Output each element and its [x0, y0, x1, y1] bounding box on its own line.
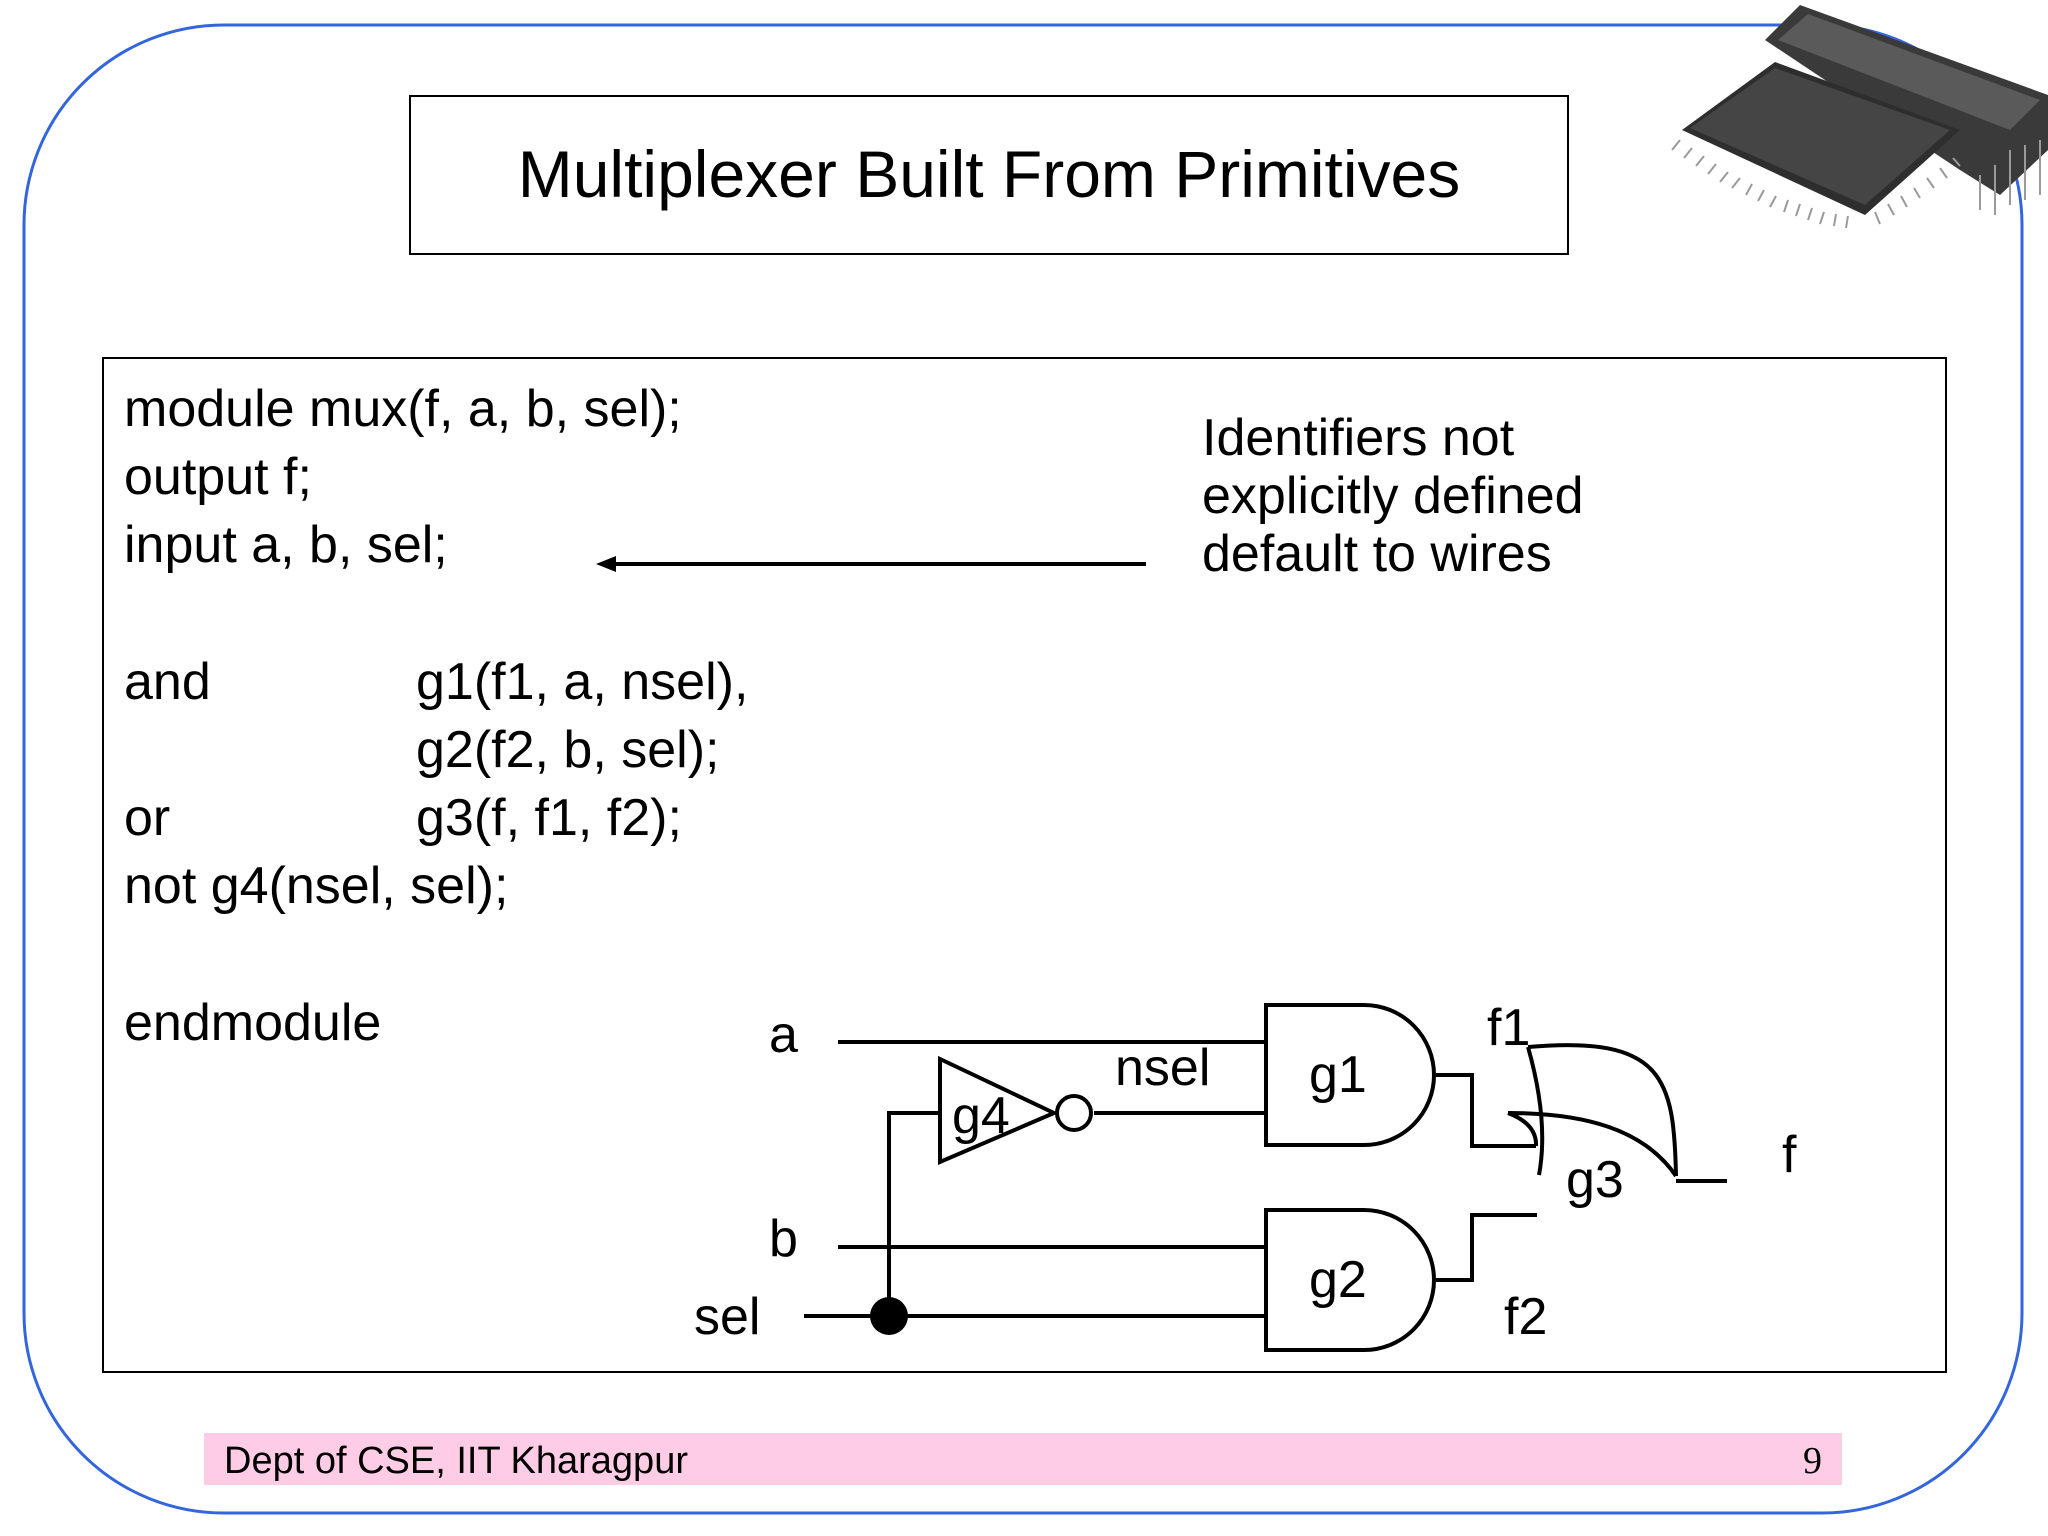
annotation-line-2: explicitly defined [1202, 467, 1584, 525]
code-and-g1: g1(f1, a, nsel), [416, 653, 749, 711]
page-number: 9 [1803, 1440, 1822, 1482]
label-g3: g3 [1566, 1151, 1624, 1209]
code-module-line: module mux(f, a, b, sel); [124, 380, 682, 438]
code-or-keyword: or [124, 789, 171, 847]
code-and-keyword: and [124, 653, 211, 711]
annotation-note: Identifiers not explicitly defined defau… [1202, 409, 1584, 583]
footer-bar: Dept of CSE, IIT Kharagpur 9 [204, 1433, 1842, 1485]
label-g4: g4 [952, 1087, 1010, 1145]
label-g1: g1 [1309, 1046, 1367, 1104]
annotation-line-3: default to wires [1202, 525, 1552, 583]
code-or-g3: g3(f, f1, f2); [416, 789, 682, 847]
label-f1: f1 [1487, 999, 1530, 1057]
content-box: module mux(f, a, b, sel); output f; inpu… [102, 357, 1947, 1373]
gate-g1-shape [1264, 1003, 1436, 1147]
code-not-line: not g4(nsel, sel); [124, 857, 509, 915]
slide-title: Multiplexer Built From Primitives [517, 137, 1461, 211]
label-nsel: nsel [1115, 1039, 1210, 1097]
label-input-b: b [769, 1210, 798, 1268]
wire-f1 [1434, 1073, 1536, 1148]
wire-f2 [1434, 1213, 1537, 1282]
title-box: Multiplexer Built From Primitives [409, 95, 1569, 255]
chip-image [1671, 5, 2048, 229]
label-f2: f2 [1504, 1288, 1547, 1346]
annotation-line-1: Identifiers not [1202, 409, 1515, 467]
mux-circuit-diagram: a b sel nsel g4 g1 g2 g3 f1 f2 f [596, 556, 1797, 1352]
sel-junction-dot [870, 1297, 908, 1335]
code-and-g2: g2(f2, b, sel); [416, 721, 720, 779]
footer-dept: Dept of CSE, IIT Kharagpur [224, 1440, 688, 1482]
gate-g4-bubble [1055, 1094, 1093, 1132]
annotation-arrow [596, 556, 1146, 572]
label-output-f: f [1782, 1126, 1797, 1184]
gate-g3-shape [1507, 1043, 1678, 1178]
gate-g4-shape [938, 1055, 1059, 1166]
code-input-line: input a, b, sel; [124, 516, 448, 574]
label-input-sel: sel [694, 1288, 760, 1346]
code-output-line: output f; [124, 448, 312, 506]
label-input-a: a [769, 1006, 798, 1064]
wire-sel-to-g4 [887, 1111, 940, 1316]
gate-g2-shape [1264, 1208, 1436, 1352]
label-g2: g2 [1309, 1251, 1367, 1309]
code-endmodule: endmodule [124, 994, 382, 1052]
